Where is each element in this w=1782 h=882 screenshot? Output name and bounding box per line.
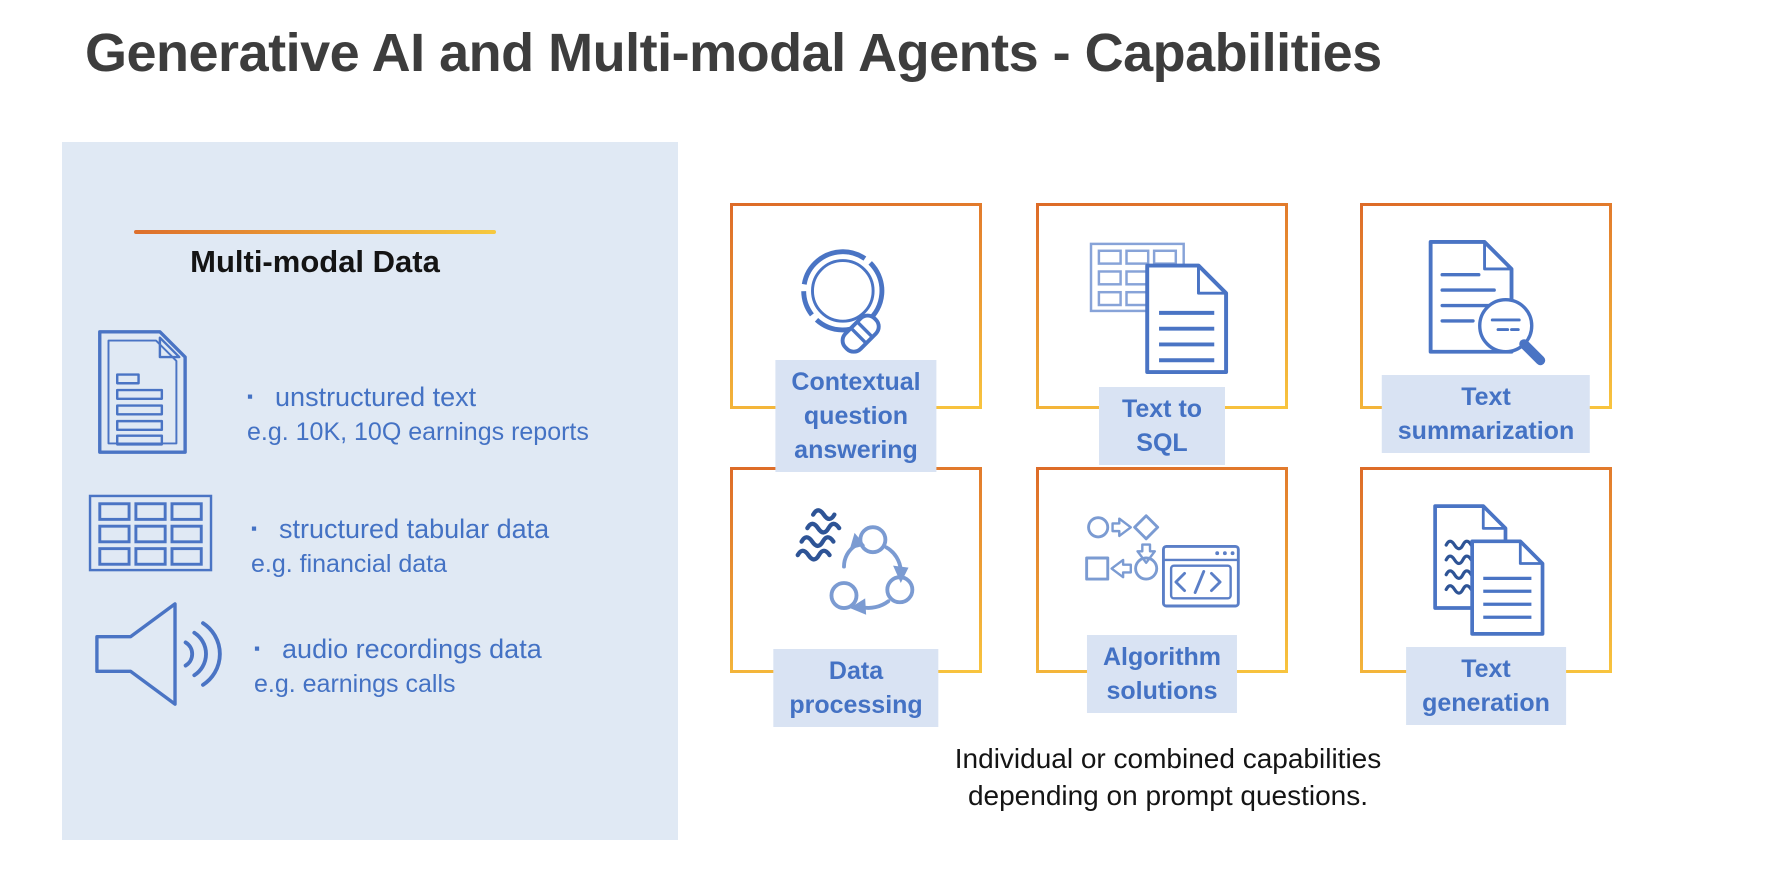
list-item-label: ▪unstructured text xyxy=(247,382,477,412)
capability-label: Text summarization xyxy=(1381,375,1591,453)
flowchart-code-icon xyxy=(1085,514,1240,608)
list-item-label: ▪structured tabular data xyxy=(251,514,550,544)
list-item-example: e.g. 10K, 10Q earnings reports xyxy=(247,418,589,446)
multi-modal-data-panel: Multi-modal Data ▪uns xyxy=(62,142,678,840)
capability-box xyxy=(1036,203,1288,409)
list-item-unstructured-text: ▪unstructured text e.g. 10K, 10Q earning… xyxy=(92,324,589,460)
capabilities-footnote: Individual or combined capabilities depe… xyxy=(954,743,1382,811)
list-item-label: ▪audio recordings data xyxy=(254,634,542,664)
page-title: Generative AI and Multi-modal Agents - C… xyxy=(85,23,1382,83)
capability-card-text-summarization: Text summarization xyxy=(1360,203,1612,453)
capability-card-text-to-sql: Text to SQL xyxy=(1036,203,1288,465)
capability-card-contextual-qa: Contextual question answering xyxy=(730,203,982,472)
magnifier-icon xyxy=(801,249,885,354)
list-item-audio-data: ▪audio recordings data e.g. earnings cal… xyxy=(92,600,542,708)
capability-card-data-processing: Data processing xyxy=(730,467,982,727)
accent-gradient-line xyxy=(134,230,496,234)
document-icon xyxy=(92,324,189,460)
data-cycle-icon xyxy=(795,508,914,615)
bullet-icon: ▪ xyxy=(254,639,261,658)
list-item-example: e.g. earnings calls xyxy=(254,670,456,698)
document-magnifier-icon xyxy=(1428,240,1546,366)
bullet-icon: ▪ xyxy=(247,387,254,406)
capability-label: Text generation xyxy=(1406,647,1566,725)
capability-label: Data processing xyxy=(773,649,939,727)
capability-label: Algorithm solutions xyxy=(1086,635,1238,713)
capability-box xyxy=(1360,467,1612,673)
capability-box xyxy=(1036,467,1288,673)
capability-box xyxy=(730,467,982,673)
capability-box xyxy=(1360,203,1612,409)
table-icon xyxy=(88,494,215,574)
panel-heading: Multi-modal Data xyxy=(190,244,440,279)
documents-icon xyxy=(1432,504,1544,636)
list-item-structured-data: ▪structured tabular data e.g. financial … xyxy=(88,494,549,580)
bullet-icon: ▪ xyxy=(251,519,258,538)
list-item-example: e.g. financial data xyxy=(251,550,447,578)
speaker-icon xyxy=(92,600,232,708)
capability-card-algorithm-solutions: Algorithm solutions xyxy=(1036,467,1288,713)
capability-label: Text to SQL xyxy=(1099,387,1225,465)
capability-label: Contextual question answering xyxy=(775,360,937,472)
capability-card-text-generation: Text generation xyxy=(1360,467,1612,725)
table-document-icon xyxy=(1089,242,1229,375)
